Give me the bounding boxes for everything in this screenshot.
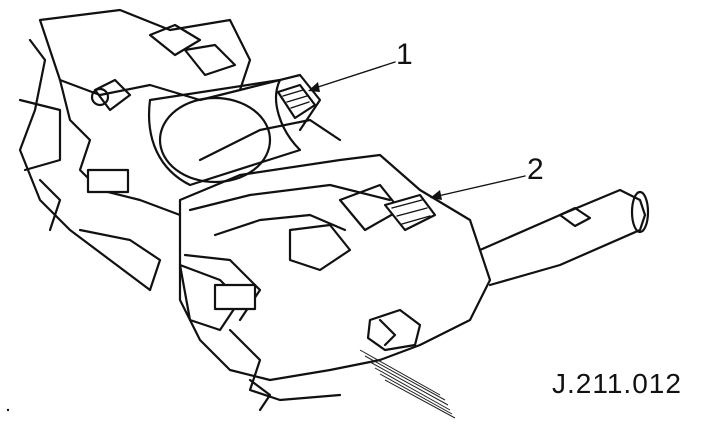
leader-line-1: [308, 61, 396, 92]
column-housing: [6, 8, 650, 419]
reference-code: J.211.012: [552, 368, 682, 399]
callout-label-2: 2: [527, 153, 544, 186]
leader-line-2: [430, 175, 526, 200]
callout-label-1: 1: [396, 38, 413, 71]
